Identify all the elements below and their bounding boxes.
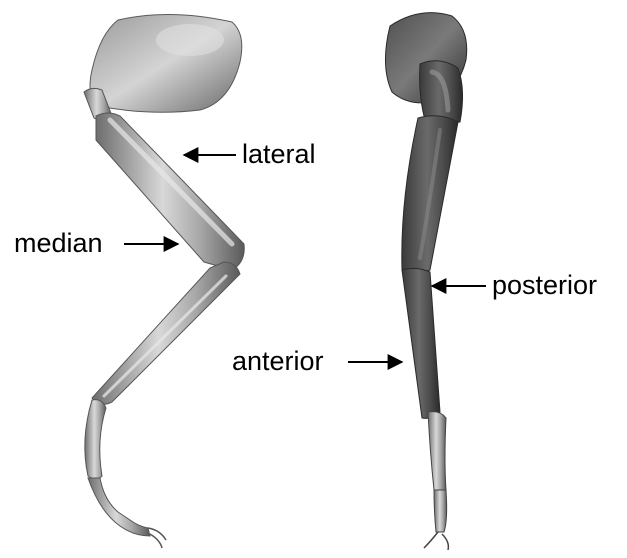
label-median: median bbox=[14, 228, 103, 258]
label-posterior: posterior bbox=[492, 270, 597, 300]
left-tarsus bbox=[85, 400, 106, 479]
left-claw bbox=[148, 528, 166, 548]
left-distal-tarsus bbox=[88, 478, 150, 536]
right-leg bbox=[385, 13, 466, 550]
left-femur bbox=[96, 113, 244, 270]
right-distal-tarsus bbox=[434, 490, 447, 532]
right-tibia bbox=[402, 268, 440, 418]
label-anterior: anterior bbox=[232, 346, 324, 376]
right-trochanter bbox=[420, 61, 463, 124]
right-claw bbox=[424, 532, 448, 550]
right-tarsus bbox=[428, 412, 446, 493]
left-leg bbox=[84, 14, 244, 548]
label-lateral: lateral bbox=[242, 139, 316, 169]
